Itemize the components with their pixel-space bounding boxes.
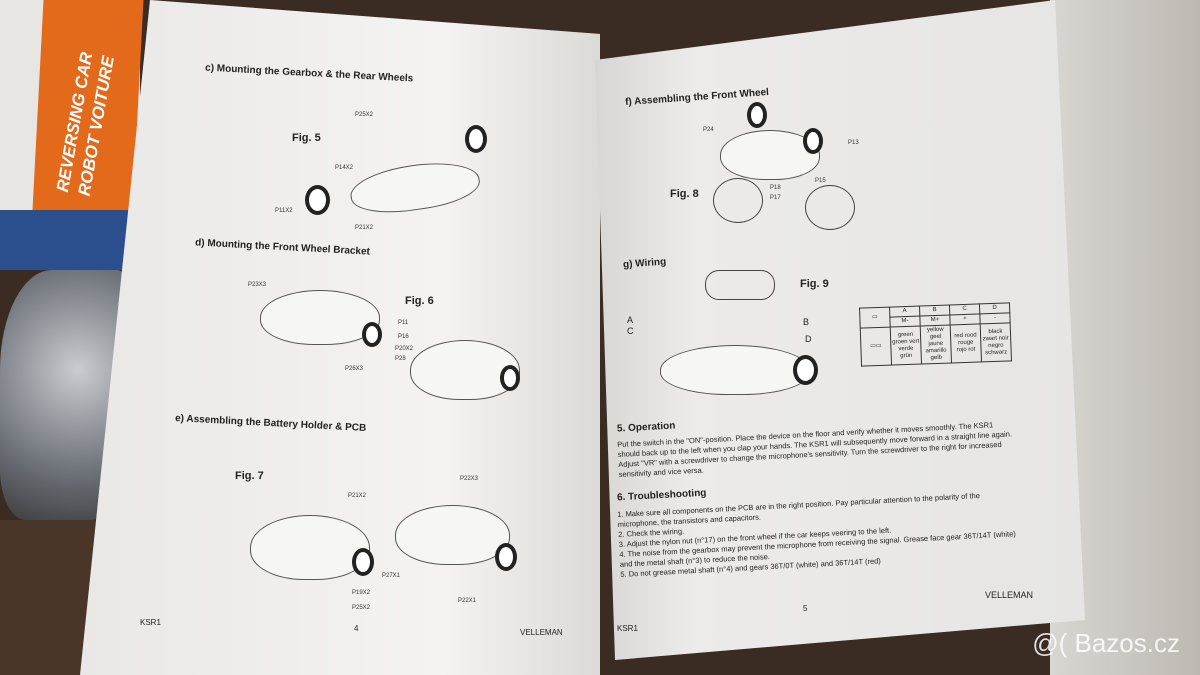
- callout-b: B: [803, 317, 810, 327]
- watermark: @( Bazos.cz: [1032, 628, 1180, 658]
- troubleshooting-list: 1. Make sure all components on the PCB a…: [617, 490, 1017, 579]
- chassis-drawing: [260, 290, 380, 345]
- operation-title: 5. Operation: [616, 420, 676, 435]
- figure-label: Fig. 5: [292, 132, 321, 144]
- callout-a: A: [627, 315, 634, 325]
- figure-label: Fig. 9: [800, 278, 829, 290]
- manual-page-right: f) Assembling the Front Wheel Fig. 8 P24…: [595, 0, 1085, 660]
- figure-label: Fig. 8: [670, 188, 699, 200]
- footer-model: KSR1: [617, 624, 638, 633]
- battery-drawing: [705, 270, 775, 300]
- chassis-drawing: [250, 515, 370, 580]
- figure-label: Fig. 6: [405, 295, 434, 307]
- troubleshooting-title: 6. Troubleshooting: [616, 487, 707, 504]
- section-title: e) Assembling the Battery Holder & PCB: [174, 413, 367, 434]
- wheel-drawing: [465, 125, 487, 153]
- callout-c: C: [627, 326, 634, 336]
- callout-d: D: [805, 334, 812, 344]
- operation-text: Put the switch in the "ON"-position. Pla…: [617, 420, 1013, 479]
- section-title: d) Mounting the Front Wheel Bracket: [194, 237, 371, 258]
- section-title: f) Assembling the Front Wheel: [624, 86, 770, 109]
- section-title: c) Mounting the Gearbox & the Rear Wheel…: [204, 62, 414, 85]
- footer-brand: VELLEMAN: [520, 628, 563, 637]
- footer-model: KSR1: [140, 618, 161, 627]
- page-number: 5: [803, 604, 808, 613]
- footer-brand: VELLEMAN: [985, 590, 1034, 600]
- chassis-drawing: [660, 345, 810, 395]
- page-number: 4: [354, 624, 359, 633]
- section-title: g) Wiring: [622, 256, 667, 271]
- manual-page-left: c) Mounting the Gearbox & the Rear Wheel…: [80, 0, 600, 675]
- chassis-drawing: [347, 156, 483, 219]
- chassis-drawing: [395, 505, 510, 565]
- wheel-drawing: [305, 185, 330, 215]
- figure-label: Fig. 7: [235, 470, 264, 482]
